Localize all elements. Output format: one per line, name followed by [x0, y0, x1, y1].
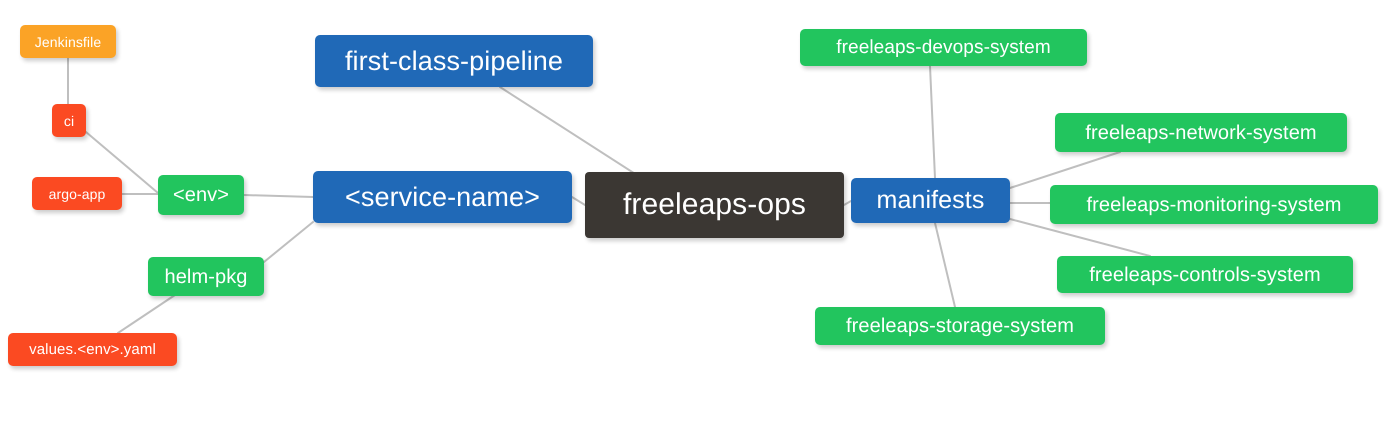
node-freeleaps-controls-system[interactable]: freeleaps-controls-system	[1057, 256, 1353, 293]
node-manifests[interactable]: manifests	[851, 178, 1010, 223]
edge-manifests-to-freeleaps-controls-system	[1009, 218, 1151, 257]
node-freeleaps-ops[interactable]: freeleaps-ops	[585, 172, 844, 238]
node-freeleaps-network-system[interactable]: freeleaps-network-system	[1055, 113, 1347, 152]
node-helm-pkg[interactable]: helm-pkg	[148, 257, 264, 296]
edge-manifests-to-freeleaps-devops-system	[929, 65, 936, 179]
node-jenkinsfile[interactable]: Jenkinsfile	[20, 25, 116, 58]
edge-env-to-service-name	[243, 194, 314, 198]
edge-freeleaps-ops-to-manifests	[843, 200, 852, 206]
edge-service-name-to-helm-pkg	[263, 221, 314, 263]
edge-manifests-to-freeleaps-storage-system	[934, 222, 956, 308]
node-values-env-yaml[interactable]: values.<env>.yaml	[8, 333, 177, 366]
node-freeleaps-monitoring-system[interactable]: freeleaps-monitoring-system	[1050, 185, 1378, 224]
node-freeleaps-storage-system[interactable]: freeleaps-storage-system	[815, 307, 1105, 345]
node-service-name[interactable]: <service-name>	[313, 171, 572, 223]
edge-service-name-to-freeleaps-ops	[571, 196, 586, 206]
edge-helm-pkg-to-values-env-yaml	[117, 294, 176, 334]
node-freeleaps-devops-system[interactable]: freeleaps-devops-system	[800, 29, 1087, 66]
node-ci[interactable]: ci	[52, 104, 86, 137]
edge-first-class-pipeline-to-freeleaps-ops	[499, 86, 641, 178]
node-argo-app[interactable]: argo-app	[32, 177, 122, 210]
node-env[interactable]: <env>	[158, 175, 244, 215]
edge-manifests-to-freeleaps-network-system	[1009, 151, 1121, 189]
node-first-class-pipeline[interactable]: first-class-pipeline	[315, 35, 593, 87]
